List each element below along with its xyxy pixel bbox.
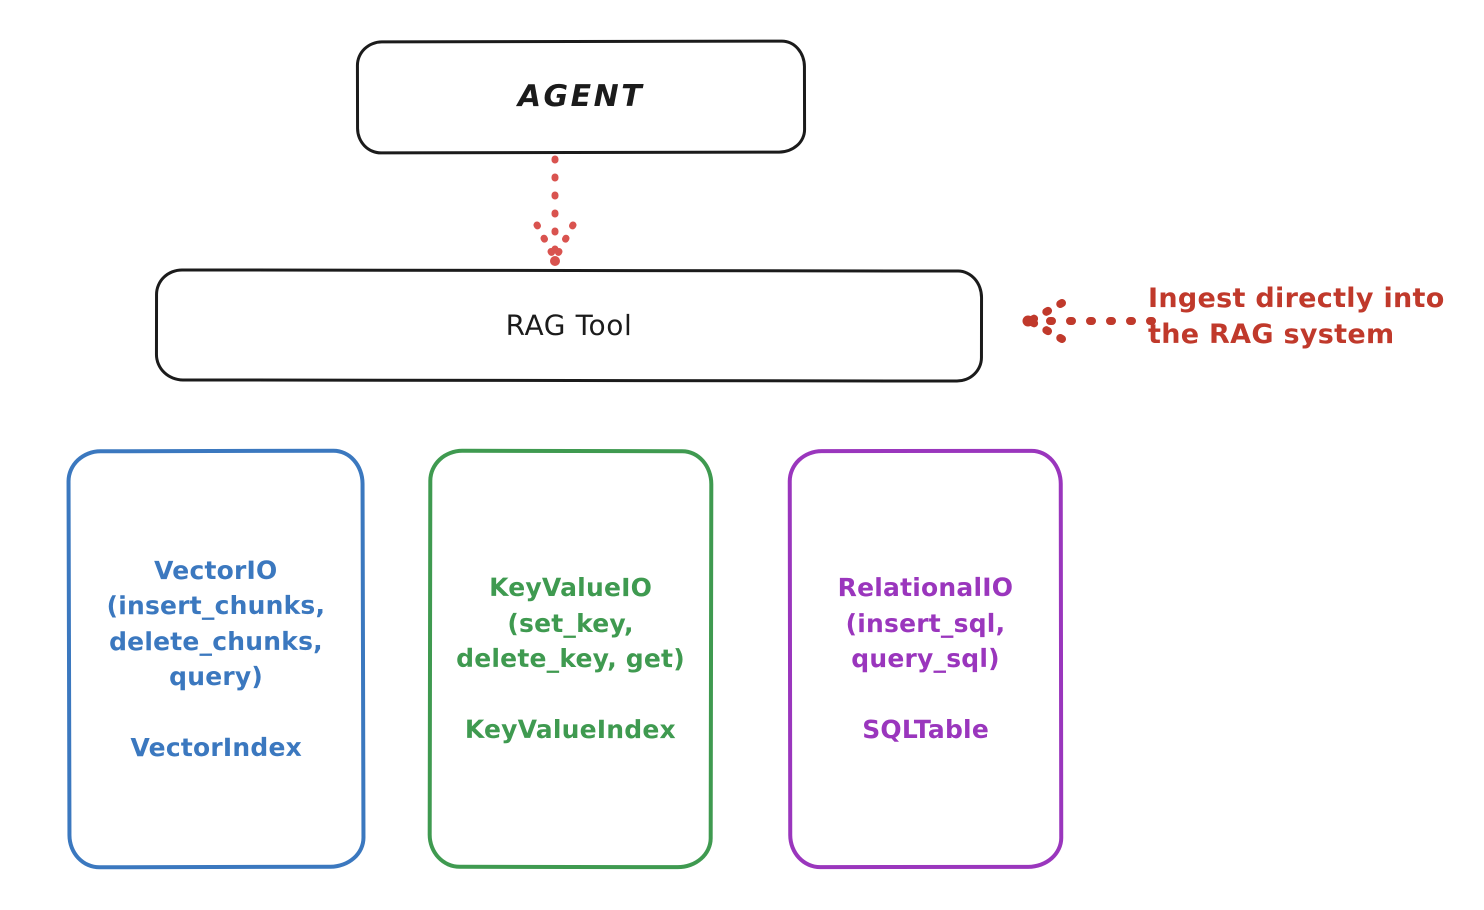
agent-node-label: AGENT xyxy=(517,78,645,114)
rag-tool-node-label: RAG Tool xyxy=(505,308,633,342)
relational-io-node-label: RelationalIO (insert_sql, query_sql) SQL… xyxy=(837,573,1014,745)
key-value-io-node[interactable]: KeyValueIO (set_key, delete_key, get) Ke… xyxy=(427,448,714,870)
agent-to-rag-tool-arrow xyxy=(533,155,577,266)
agent-node[interactable]: AGENT xyxy=(355,39,807,155)
rag-tool-node[interactable]: RAG Tool xyxy=(154,268,984,383)
key-value-io-node-label: KeyValueIO (set_key, delete_key, get) Ke… xyxy=(456,573,685,745)
ingest-annotation-text: Ingest directly into the RAG system xyxy=(1148,283,1445,350)
relational-io-node[interactable]: RelationalIO (insert_sql, query_sql) SQL… xyxy=(787,448,1064,870)
vector-io-node[interactable]: VectorIO (insert_chunks, delete_chunks, … xyxy=(66,448,366,870)
ingest-arrow xyxy=(1022,299,1156,343)
vector-io-node-label: VectorIO (insert_chunks, delete_chunks, … xyxy=(106,555,326,763)
